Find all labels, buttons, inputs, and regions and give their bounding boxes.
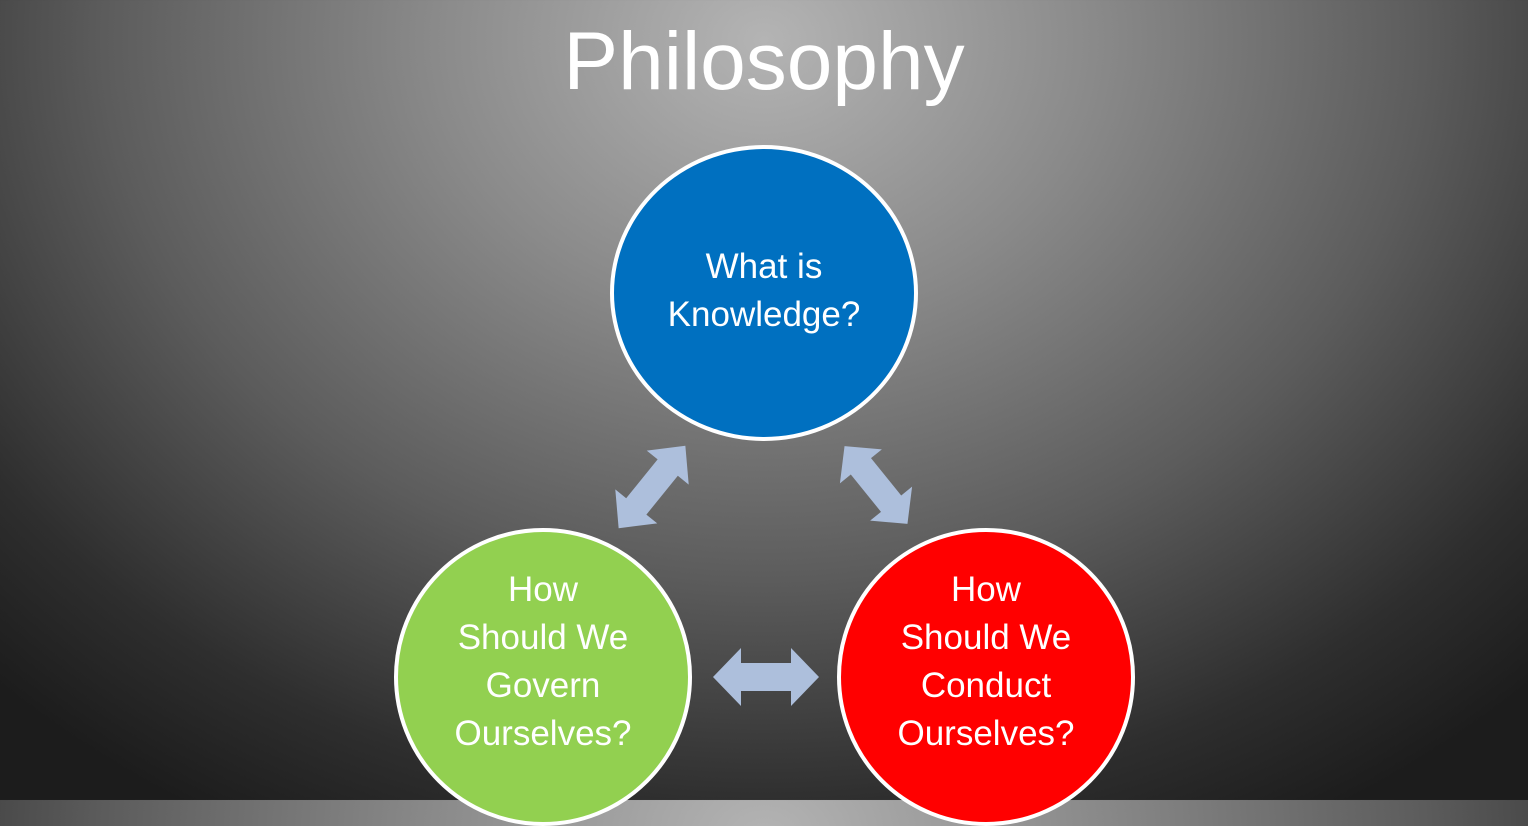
node-label-line: Ourselves? [454,714,632,753]
node-label-line: Should We [457,618,629,657]
node-label-line: Govern [485,666,601,705]
node-label-line: Knowledge? [667,294,861,334]
double-arrow-knowledge-conduct [839,446,913,524]
node-label-line: What is [705,246,823,286]
node-what-is-knowledge: What is Knowledge? [610,145,918,441]
node-label-line: Should We [900,618,1072,657]
node-label-line: Ourselves? [897,714,1075,753]
node-label-line: Conduct [920,666,1052,705]
slide-title: Philosophy [563,16,965,107]
connector-arrows [615,445,913,706]
node-label-line: How [507,570,579,609]
double-arrow-govern-conduct [713,648,819,706]
node-label-line: How [950,570,1022,609]
double-arrow-knowledge-govern [615,445,689,529]
